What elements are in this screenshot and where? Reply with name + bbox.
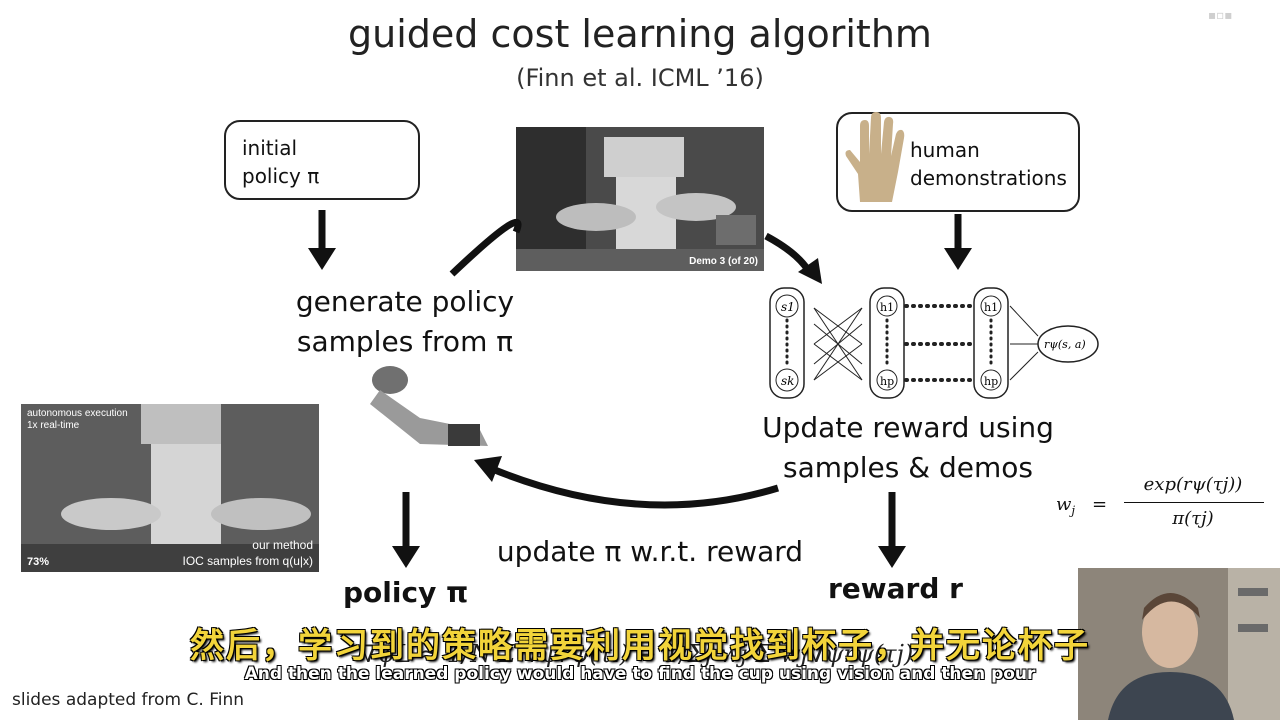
exec-overlay-top-1: autonomous execution: [27, 408, 128, 419]
output-node: [1037, 325, 1099, 363]
weight-formula: wj = exp(rψ(τj)) π(τj): [1040, 474, 1270, 538]
weight-numerator: exp(rψ(τj)): [1143, 474, 1243, 495]
input-node-1: [775, 294, 799, 318]
exec-percent: 73%: [27, 556, 50, 568]
update-reward-line2: samples & demos: [782, 451, 1034, 484]
arrow-reward-head: [878, 546, 906, 568]
arrow-human-head: [944, 248, 972, 270]
hidden-dots: [904, 304, 974, 382]
update-policy-text: update π w.r.t. reward: [496, 535, 804, 568]
update-reward-text: Update reward using samples & demos: [740, 408, 1076, 488]
slide-subtitle: (Finn et al. ICML ’16): [516, 64, 764, 92]
exec-overlay-bottom-2: IOC samples from q(u|x): [182, 554, 313, 568]
input-layer-box: [769, 287, 805, 399]
hidden-layer-2-box: [973, 287, 1009, 399]
initial-policy-line2: policy π: [242, 164, 320, 188]
cycle-arrow-top-left: [449, 218, 522, 277]
slide-footer: slides adapted from C. Finn: [12, 690, 245, 710]
human-demos-line2: demonstrations: [910, 166, 1067, 190]
dense-connections: [813, 307, 863, 381]
hidden-layer-1-box: [869, 287, 905, 399]
subtitle-english: And then the learned policy would have t…: [244, 664, 1036, 684]
weight-denominator: π(τj): [1172, 508, 1214, 529]
initial-policy-box: initial policy π: [224, 120, 420, 200]
hidden2-label-p: hp: [984, 375, 998, 388]
input-label-k: sk: [781, 374, 794, 388]
hidden1-label-1: h1: [880, 301, 894, 314]
generate-samples-line2: samples from π: [296, 325, 514, 358]
robot-execution-photo: autonomous execution 1x real-time our me…: [21, 404, 319, 572]
initial-policy-line1: initial: [242, 136, 297, 160]
reward-label: reward r: [828, 572, 963, 605]
exec-overlay-bottom-1: our method: [252, 538, 313, 552]
arrow-initial-head: [308, 248, 336, 270]
demo-caption: Demo 3 (of 20): [689, 256, 758, 267]
generate-samples-line1: generate policy: [295, 285, 515, 318]
generate-samples-text: generate policy samples from π: [270, 282, 540, 362]
watermark: ▪▫▪: [1208, 8, 1233, 22]
reward-network-diagram: s1 sk h1 hp h1 hp rψ(s, a): [769, 287, 1099, 399]
robot-execution-illustration: [21, 404, 319, 572]
update-reward-line1: Update reward using: [762, 411, 1054, 444]
output-label: rψ(s, a): [1044, 338, 1086, 351]
weight-lhs: wj: [1056, 494, 1076, 518]
presenter-webcam: [1078, 568, 1280, 720]
policy-label: policy π: [343, 576, 469, 609]
slide-title: guided cost learning algorithm: [348, 12, 932, 56]
gradient-formula: ∇ψL ≈ 1/N Σ ∇ψrψ(τi) − 1/Σj wj Σ wj∇ψrψ(…: [360, 640, 914, 668]
cycle-arrow-bottom-head: [474, 456, 502, 482]
arrow-policy-head: [392, 546, 420, 568]
hidden2-label-1: h1: [984, 301, 998, 314]
human-demos-line1: human: [910, 138, 980, 162]
cycle-arrow-top-head: [798, 258, 822, 284]
weight-fraction-bar: [1124, 502, 1264, 503]
presenter-illustration: [1078, 568, 1280, 720]
input-node-k: [775, 368, 799, 392]
exec-overlay-top-2: 1x real-time: [27, 420, 80, 431]
cycle-arrow-bottom: [488, 464, 780, 509]
robot-demo-photo: Demo 3 (of 20): [516, 127, 764, 271]
hand-icon: [845, 112, 905, 202]
robot-demo-illustration: [516, 127, 764, 271]
input-label-1: s1: [781, 300, 795, 314]
weight-eq: =: [1092, 494, 1108, 515]
cycle-arrow-top-right: [764, 232, 811, 273]
hidden1-label-p: hp: [880, 375, 894, 388]
robot-arm-image: [370, 366, 488, 446]
subtitle-chinese: 然后，学习到的策略需要利用视觉找到杯子，并无论杯子: [190, 626, 1090, 666]
